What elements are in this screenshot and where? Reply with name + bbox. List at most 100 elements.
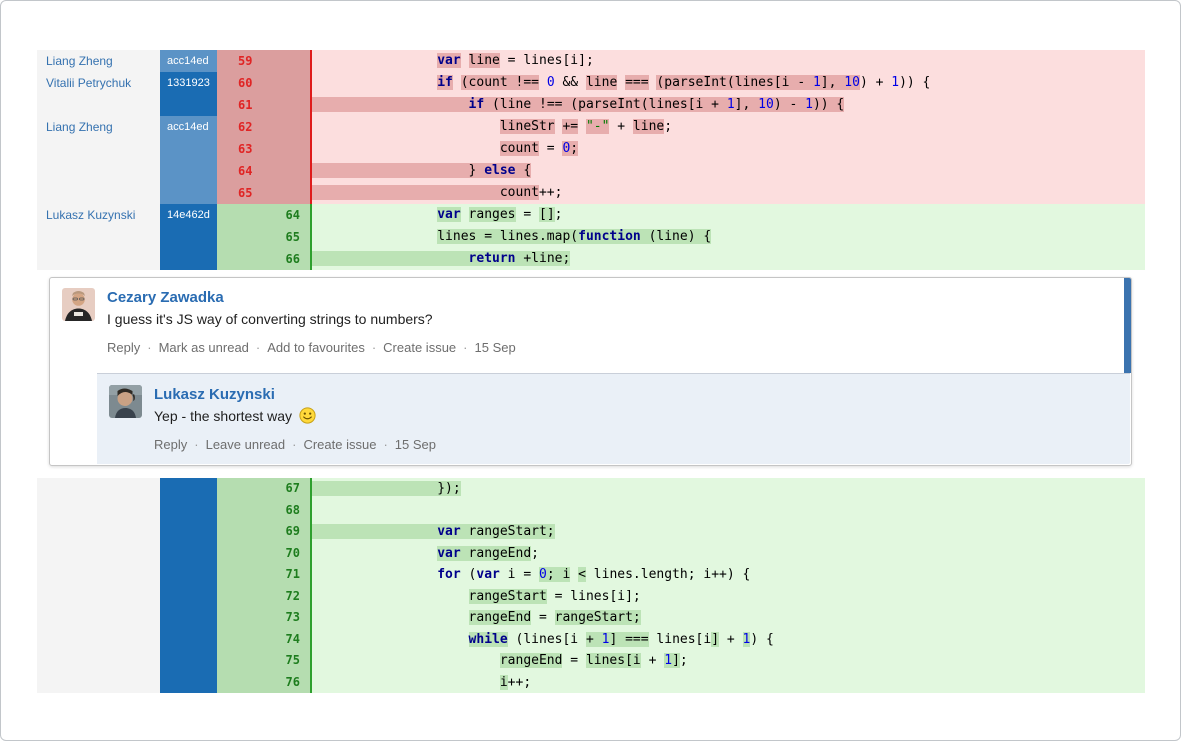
action-separator: · [255, 340, 261, 355]
code-token: 1 [812, 75, 821, 90]
line-number[interactable]: 61 [217, 94, 310, 116]
action-create-issue[interactable]: Create issue [383, 340, 457, 355]
line-number[interactable]: 64 [217, 204, 310, 226]
code-token: rangeStart [468, 588, 547, 604]
blame-commit-cell [160, 650, 217, 672]
code-token: + [609, 119, 633, 134]
blame-commit-cell[interactable]: 14e462d [160, 204, 217, 226]
line-number[interactable]: 71 [217, 564, 310, 586]
code-token: 10 [844, 75, 860, 90]
blame-author-cell [37, 564, 160, 586]
code-token: 10 [758, 97, 774, 112]
action-separator: · [147, 340, 152, 355]
code-token: - [797, 75, 813, 90]
code-token: } [468, 163, 485, 178]
blame-author-cell: Lukasz Kuzynski [37, 204, 160, 226]
line-number[interactable]: 73 [217, 607, 310, 629]
code-token: (line !== (parseInt(lines[i + [484, 97, 727, 112]
action-separator: · [292, 437, 297, 452]
line-number[interactable]: 70 [217, 542, 310, 564]
diff-row: 68 [37, 499, 1145, 521]
action-create-issue[interactable]: Create issue [303, 437, 377, 452]
comment-author-link[interactable]: Cezary Zawadka [107, 289, 224, 306]
blame-author-cell [37, 478, 160, 500]
code-token: i = [499, 567, 539, 582]
blame-commit-link[interactable]: acc14ed [167, 121, 209, 133]
code-token: 0 [562, 141, 571, 156]
code-token: if [468, 97, 485, 112]
code-line: rangeEnd = rangeStart; [310, 607, 1145, 629]
code-token: var [476, 567, 500, 582]
line-number[interactable]: 66 [217, 248, 310, 270]
line-number[interactable]: 68 [217, 499, 310, 521]
line-number[interactable]: 65 [217, 226, 310, 248]
blame-commit-cell[interactable]: 1331923 [160, 72, 217, 94]
reply-author-link[interactable]: Lukasz Kuzynski [154, 386, 275, 403]
line-number[interactable]: 65 [217, 182, 310, 204]
comment: Cezary Zawadka I guess it's JS way of co… [50, 278, 1131, 373]
code-token: rangeEnd [499, 653, 563, 668]
comment-actions: Reply · Mark as unread · Add to favourites · C… [107, 340, 1105, 355]
line-number[interactable]: 60 [217, 72, 310, 94]
diff-row: 61 if (line !== (parseInt(lines[i + 1], … [37, 94, 1145, 116]
blame-commit-cell [160, 248, 217, 270]
code-line: }); [310, 478, 1145, 500]
line-number[interactable]: 72 [217, 585, 310, 607]
action-reply[interactable]: Reply [154, 437, 188, 452]
diff-row: 66 return +line; [37, 248, 1145, 270]
line-number[interactable]: 67 [217, 478, 310, 500]
action-separator: · [463, 340, 468, 355]
blame-author-cell [37, 226, 160, 248]
line-number[interactable]: 59 [217, 50, 310, 72]
blame-author-cell [37, 182, 160, 204]
code-line: var rangeEnd; [310, 542, 1145, 564]
code-token: ++; [507, 674, 532, 690]
blame-author-cell [37, 94, 160, 116]
action-separator: · [371, 340, 377, 355]
code-line: for (var i = 0; i < lines.length; i++) { [310, 564, 1145, 586]
line-number[interactable]: 69 [217, 521, 310, 543]
line-number[interactable]: 75 [217, 650, 310, 672]
line-number[interactable]: 74 [217, 628, 310, 650]
blame-author-link[interactable]: Liang Zheng [46, 54, 113, 68]
blame-commit-link[interactable]: 14e462d [167, 209, 210, 221]
line-number[interactable]: 76 [217, 671, 310, 693]
blame-author-cell [37, 499, 160, 521]
blame-commit-cell [160, 138, 217, 160]
blame-commit-cell [160, 628, 217, 650]
blame-commit-cell [160, 564, 217, 586]
code-token [460, 545, 469, 561]
line-number[interactable]: 64 [217, 160, 310, 182]
code-token: rangeStart; [554, 610, 641, 625]
blame-commit-cell[interactable]: acc14ed [160, 50, 217, 72]
line-number[interactable]: 62 [217, 116, 310, 138]
comment-reply: Lukasz Kuzynski Yep - the shortest way R… [97, 373, 1130, 464]
blame-author-link[interactable]: Vitalii Petrychuk [46, 76, 132, 90]
code-token: (lines[i [507, 631, 586, 647]
action-leave-unread[interactable]: Leave unread [205, 437, 286, 452]
blame-commit-cell [160, 478, 217, 500]
blame-commit-cell[interactable]: acc14ed [160, 116, 217, 138]
code-token: +line; [515, 251, 571, 266]
code-token: ; [554, 207, 563, 222]
blame-commit-link[interactable]: 1331923 [167, 77, 210, 89]
line-number[interactable]: 63 [217, 138, 310, 160]
code-token: ] [672, 653, 680, 668]
action-reply[interactable]: Reply [107, 340, 141, 355]
code-token: lines[i [585, 653, 641, 668]
code-token: = [515, 207, 539, 222]
reply-text: Yep - the shortest way [154, 408, 293, 424]
blame-author-link[interactable]: Lukasz Kuzynski [46, 208, 136, 222]
blame-author-cell [37, 521, 160, 543]
code-indent [312, 207, 437, 222]
blame-author-cell: Liang Zheng [37, 116, 160, 138]
blame-commit-link[interactable]: acc14ed [167, 55, 209, 67]
code-token: ; [546, 567, 563, 582]
action-mark-as-unread[interactable]: Mark as unread [158, 340, 249, 355]
comment-timestamp: 15 Sep [394, 437, 436, 452]
blame-author-link[interactable]: Liang Zheng [46, 120, 113, 134]
action-add-to-favourites[interactable]: Add to favourites [267, 340, 365, 355]
